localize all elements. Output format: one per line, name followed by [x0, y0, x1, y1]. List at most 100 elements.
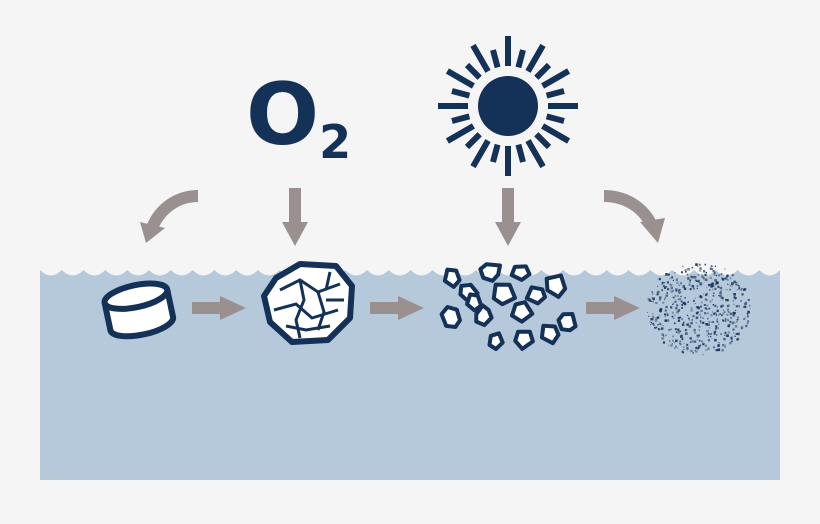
microparticle [724, 318, 727, 320]
microparticle [679, 330, 682, 333]
microparticle [692, 352, 694, 354]
microparticle [666, 319, 670, 322]
microparticle [667, 288, 670, 291]
microparticle [697, 281, 700, 284]
o2-arrow-down [282, 188, 308, 246]
microparticle [676, 347, 678, 349]
microparticle [707, 323, 710, 326]
microparticle [716, 318, 718, 320]
microparticle [730, 317, 732, 319]
microparticle [746, 313, 749, 316]
microparticle [655, 302, 657, 304]
microparticle [658, 322, 661, 325]
crack-line [316, 291, 326, 331]
microparticle [706, 287, 708, 289]
microparticle [722, 278, 725, 281]
microparticle [709, 289, 711, 291]
microparticle [722, 344, 725, 347]
microparticle [721, 277, 724, 280]
microparticle [708, 307, 711, 310]
microparticle [684, 329, 687, 331]
microparticle [717, 285, 720, 288]
microparticle [707, 339, 710, 342]
microparticle [695, 306, 698, 309]
microparticle [689, 341, 691, 343]
microparticle [698, 334, 701, 337]
microparticle [746, 313, 748, 315]
microparticle [696, 287, 698, 290]
microparticle [656, 290, 660, 294]
microparticle [648, 299, 652, 302]
microparticle [684, 297, 686, 299]
microparticle [657, 285, 659, 287]
microparticle [745, 324, 748, 328]
microparticle [698, 329, 700, 331]
microplastic-dust-icon [647, 263, 751, 356]
microparticle [694, 303, 696, 305]
microparticle [712, 285, 715, 287]
microparticle [684, 269, 687, 272]
microparticle [669, 278, 671, 280]
microparticle [691, 285, 695, 288]
microparticle [677, 331, 680, 334]
microparticle [658, 298, 661, 301]
microparticle [736, 320, 738, 323]
process-arrow-1 [192, 296, 246, 320]
microparticle [702, 353, 704, 356]
sun-ray [545, 113, 565, 124]
microparticle [672, 303, 674, 305]
microparticle [702, 321, 705, 324]
microparticle [720, 290, 722, 293]
microparticle [717, 281, 719, 283]
microparticle [715, 327, 717, 330]
microparticle [676, 311, 679, 314]
microparticle [731, 282, 734, 285]
microparticle [707, 336, 709, 338]
microparticle [737, 305, 741, 308]
microparticle [731, 335, 733, 337]
microparticle [673, 341, 675, 344]
microparticle [683, 342, 685, 344]
sun-ray [545, 88, 565, 99]
microparticle [686, 323, 689, 326]
microparticle [681, 306, 684, 309]
microparticle [732, 328, 735, 331]
microparticle [687, 322, 690, 325]
microparticle [657, 328, 660, 330]
microparticle [682, 285, 685, 288]
microparticle [718, 286, 720, 288]
microparticle [699, 313, 701, 316]
microparticle [689, 319, 691, 321]
microparticle [677, 319, 681, 322]
microparticle [709, 276, 712, 279]
microparticle [714, 265, 717, 267]
microparticle [736, 333, 739, 335]
microparticle [689, 288, 692, 291]
microparticle [652, 293, 654, 295]
sun-ray [451, 113, 471, 124]
microparticle [721, 304, 724, 307]
microparticle [668, 344, 670, 346]
microparticle [727, 331, 730, 334]
microparticle [672, 290, 674, 292]
microparticle [663, 335, 665, 337]
microparticle [730, 336, 733, 339]
microparticle [715, 314, 718, 316]
microparticle [673, 317, 675, 319]
microparticle [721, 348, 724, 352]
microparticle [687, 277, 690, 280]
microparticle [667, 314, 669, 316]
microparticle [659, 307, 661, 310]
plastic-fragment [510, 300, 535, 324]
sun-ray [464, 62, 482, 80]
microparticle [731, 321, 735, 325]
o2-arrow-left-curve [140, 190, 199, 243]
microparticle [670, 286, 674, 290]
microparticle [724, 332, 726, 334]
microparticle [741, 328, 743, 330]
microparticle [652, 313, 654, 315]
microparticle [670, 284, 673, 287]
microparticle [694, 332, 696, 334]
microparticle [710, 284, 713, 288]
microparticle [713, 273, 716, 276]
